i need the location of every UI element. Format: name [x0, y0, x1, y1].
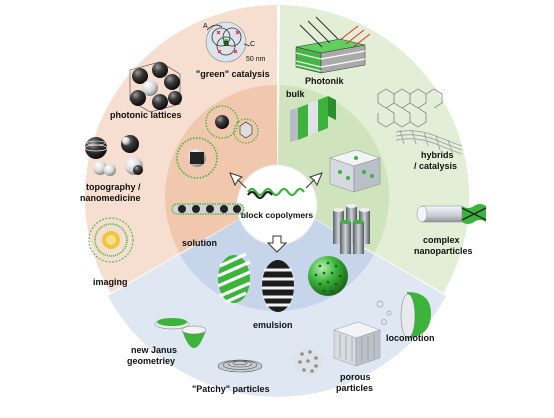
photonik-slab-icon: [295, 16, 371, 74]
green-catalysis-inset: B A C 50 nm: [203, 21, 266, 63]
geometriey-label: geometriey: [127, 356, 175, 366]
imaging-label: imaging: [93, 277, 128, 287]
janus-cup-icon: [154, 318, 207, 348]
imaging-micelle-icon: [88, 217, 134, 263]
solution-micelles-icon: [171, 105, 259, 215]
svg-text:B: B: [224, 41, 229, 48]
new-janus-label: new Janus: [131, 345, 177, 355]
svg-text:A: A: [203, 23, 208, 30]
catalysis-label: / catalysis: [414, 161, 457, 171]
topography-spheres-icon: [84, 135, 143, 176]
porous-cube-icon: [333, 321, 381, 367]
topography-label: topography /: [86, 182, 141, 192]
photonik-label: Photonik: [305, 76, 344, 86]
porous-label: porous: [340, 372, 371, 382]
dotted-sphere-icon: [308, 256, 348, 296]
porous-sphere-icon: [294, 348, 322, 376]
porous-particles-label: particles: [336, 383, 373, 393]
locomotion-icon: [376, 292, 431, 339]
hex-cylinders-icon: [333, 204, 370, 254]
lamella-block-icon: [290, 96, 336, 142]
center-label: block copolymers: [241, 210, 314, 220]
arrow-left-icon: [229, 172, 247, 189]
emulsion-label: emulsion: [253, 320, 293, 330]
striped-ellipsoid-icon: [217, 252, 251, 304]
arrow-right-icon: [305, 172, 323, 189]
nanoparticles-label: nanoparticles: [414, 246, 473, 256]
arrows: [229, 172, 323, 253]
nanomedicine-label: nanomedicine: [80, 193, 141, 203]
patchy-rings-icon: [217, 359, 263, 373]
center-hub: block copolymers: [236, 164, 318, 246]
bulk-artwork: Photonik bulk: [286, 16, 487, 256]
polymer-chain-icon: [247, 187, 305, 197]
hybrids-network-icon: [377, 88, 443, 128]
hybrids-label: hybrids: [421, 150, 454, 160]
complex-nanoparticle-icon: [416, 204, 487, 224]
lamellar-ellipsoid-icon: [262, 260, 294, 312]
complex-label: complex: [423, 235, 460, 245]
solution-artwork: B A C 50 nm "green" catalysis photonic l…: [80, 21, 270, 287]
micelle-chain-icon: [171, 203, 245, 215]
bulk-label: bulk: [286, 89, 305, 99]
hybrids-fibre-icon: [395, 129, 463, 155]
green-catalysis-label: "green" catalysis: [196, 69, 270, 79]
photonic-lattices-label: photonic lattices: [110, 110, 182, 120]
patchy-particles-label: "Patchy" particles: [192, 384, 270, 394]
svg-text:C: C: [250, 41, 255, 48]
gyroid-cube-icon: [329, 149, 381, 193]
photonic-lattice-icon: [129, 61, 182, 113]
locomotion-label: locomotion: [386, 333, 435, 343]
scale-bar-label: 50 nm: [246, 56, 266, 63]
emulsion-artwork: emulsion new Janus geometriey "Patchy" p…: [127, 252, 435, 394]
solution-label: solution: [182, 238, 217, 248]
arrow-down-icon: [266, 235, 288, 253]
